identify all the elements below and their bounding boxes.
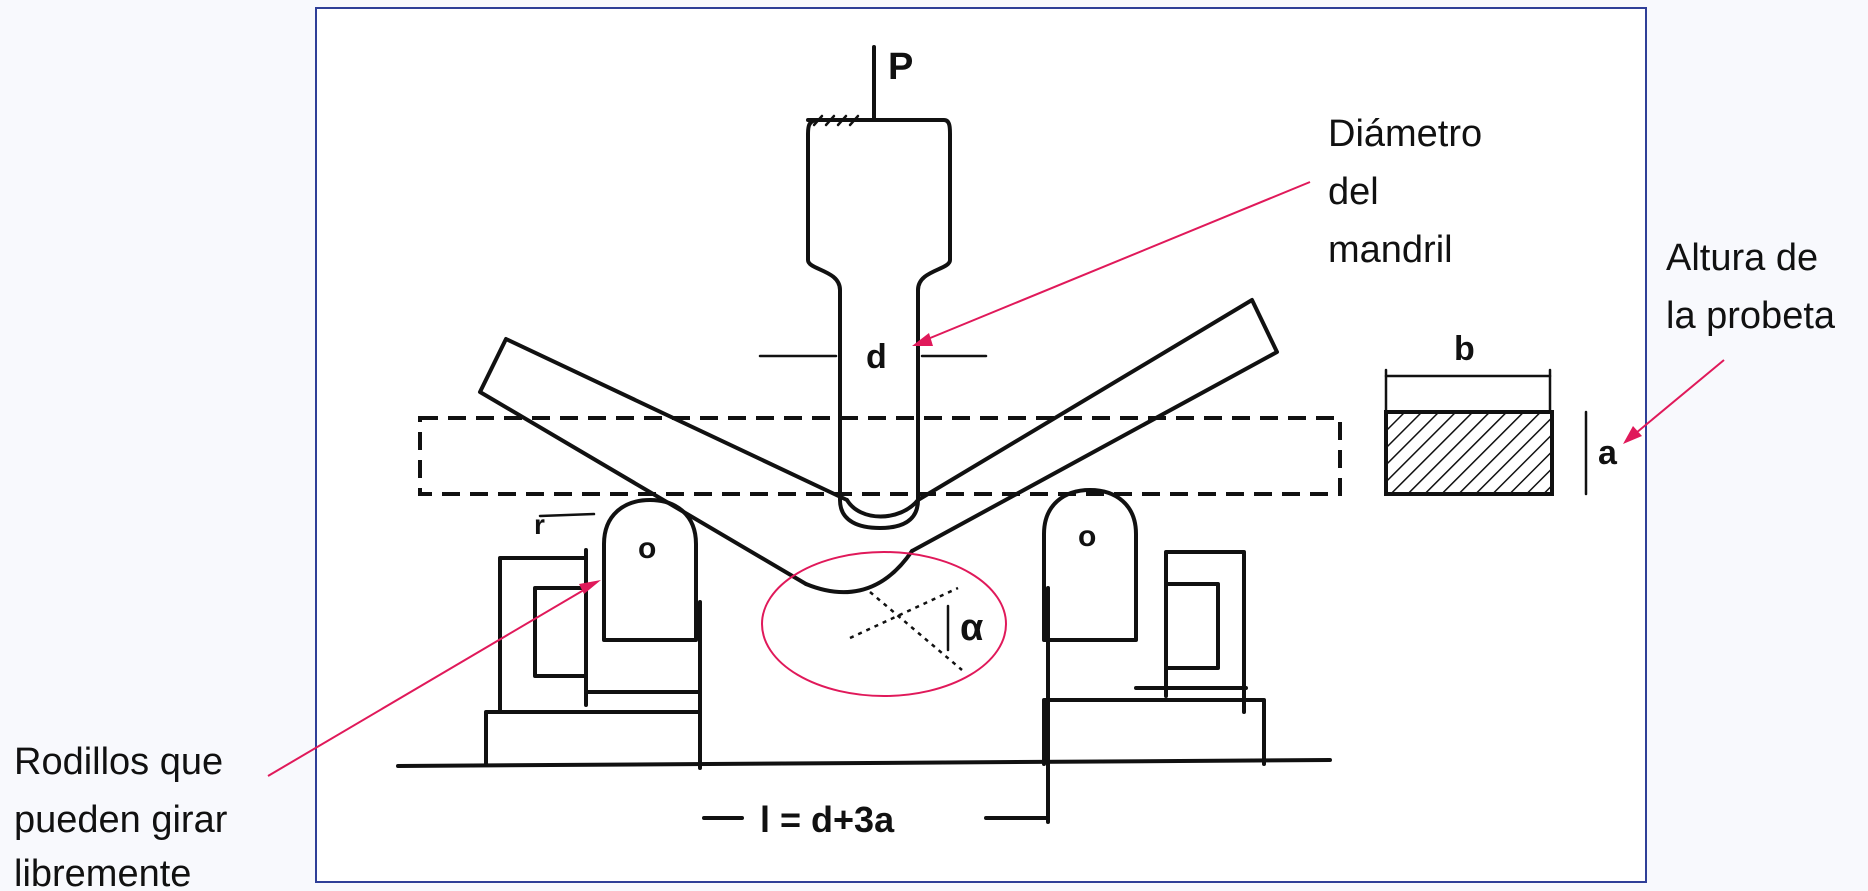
right-roller-mark: o — [1078, 520, 1096, 553]
specimen-bend — [804, 549, 914, 595]
radius-marker — [538, 512, 596, 518]
specimen — [418, 298, 1342, 595]
base-line — [396, 758, 1332, 768]
bend-angle-detail: α — [761, 551, 1007, 697]
section-height-label: a — [1598, 434, 1618, 472]
specimen-cross-section — [1384, 410, 1554, 496]
section-width-label: b — [1454, 330, 1475, 368]
mandrel-outline — [806, 118, 952, 530]
specimen-original-position — [418, 416, 1342, 496]
right-support-base — [1042, 686, 1266, 766]
support-base: l = d+3a — [396, 586, 1332, 840]
left-roller-body — [602, 498, 698, 642]
specimen-left-arm — [478, 337, 849, 586]
specimen-section: b a — [1384, 330, 1618, 496]
specimen-inner-bend — [845, 498, 920, 519]
specimen-right-arm — [910, 298, 1279, 553]
rollers-callout-line-2: pueden girar — [14, 799, 228, 841]
rollers-callout-line — [267, 583, 595, 777]
height-callout-line-2: la probeta — [1666, 295, 1836, 337]
angle-guide-left — [849, 586, 959, 640]
left-roller-mark: o — [638, 532, 656, 565]
angle-guide-right — [869, 591, 963, 671]
height-callout-line — [1629, 359, 1725, 439]
mandrel-and-load: P d — [758, 45, 988, 530]
mandrel-top-hatch — [812, 114, 860, 127]
left-roller-support: o r — [484, 498, 702, 766]
height-callout-arrowhead — [1623, 426, 1642, 444]
mandrel-callout-line-1: Diámetro — [1328, 113, 1482, 155]
mandrel-diameter-label: d — [866, 338, 887, 376]
radius-label: r — [534, 509, 545, 540]
height-callout-line-1: Altura de — [1666, 237, 1818, 279]
mandrel-callout-arrowhead — [912, 333, 933, 346]
rollers-callout-arrowhead — [579, 580, 601, 594]
bend-highlight-ellipse — [761, 551, 1007, 697]
right-support-frame — [1164, 550, 1246, 714]
mandrel-callout-line — [917, 181, 1311, 344]
rollers-callout-line-1: Rodillos que — [14, 741, 223, 783]
right-roller-body — [1042, 488, 1138, 642]
right-roller-support: o — [1042, 488, 1266, 766]
mandrel-callout-line-2: del — [1328, 171, 1379, 213]
span-formula: l = d+3a — [760, 799, 895, 840]
angle-label: α — [960, 607, 983, 649]
mandrel-callout-line-3: mandril — [1328, 229, 1453, 271]
load-label: P — [888, 46, 913, 88]
rollers-callout-line-3: libremente — [14, 853, 191, 891]
callouts: Diámetro del mandril Altura de la probet… — [14, 113, 1836, 891]
left-support-frame — [498, 548, 588, 714]
